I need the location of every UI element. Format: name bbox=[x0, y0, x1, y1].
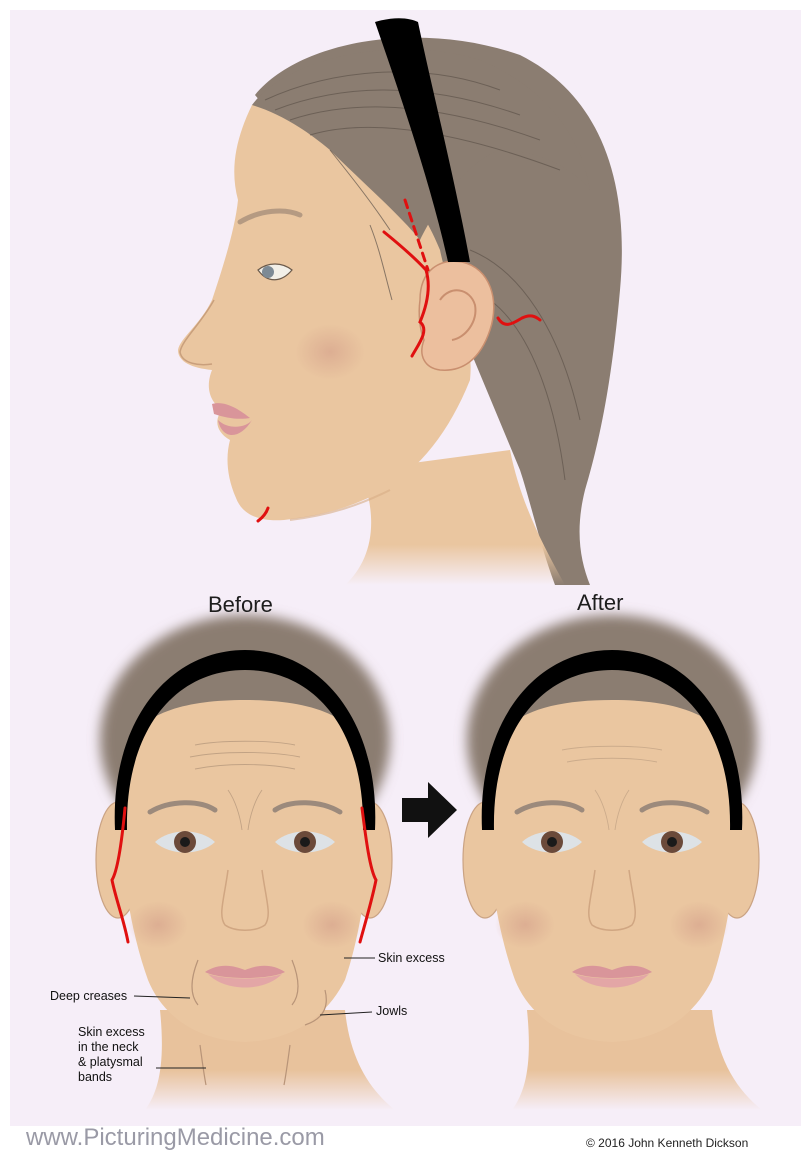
neck-label-line-1: Skin excess bbox=[78, 1025, 145, 1040]
neck-label-line-4: bands bbox=[78, 1070, 112, 1085]
jowls-label: Jowls bbox=[376, 1004, 407, 1019]
deep-creases-label: Deep creases bbox=[50, 989, 127, 1004]
before-heading: Before bbox=[208, 592, 273, 618]
neck-label-line-3: & platysmal bbox=[78, 1055, 143, 1070]
copyright-notice: © 2016 John Kenneth Dickson bbox=[586, 1136, 748, 1150]
website-watermark: www.PicturingMedicine.com bbox=[26, 1124, 325, 1152]
after-heading: After bbox=[577, 590, 623, 616]
neck-label-line-2: in the neck bbox=[78, 1040, 138, 1055]
skin-excess-label: Skin excess bbox=[378, 951, 445, 966]
